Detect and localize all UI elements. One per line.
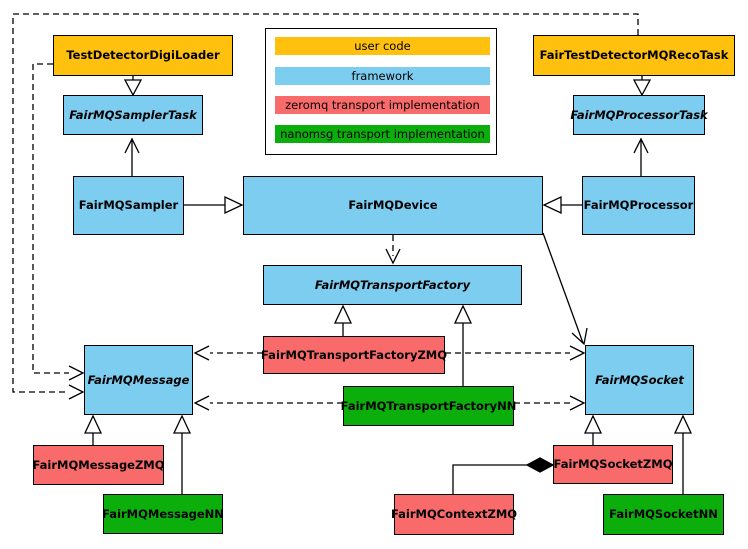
- node-fairmqsocket: FairMQSocket: [585, 345, 694, 415]
- legend-item-framework: framework: [275, 67, 490, 85]
- node-fairmqdevice: FairMQDevice: [243, 176, 543, 235]
- legend-label: framework: [351, 69, 414, 83]
- legend-label: user code: [354, 39, 411, 53]
- edge-processor-to-processortask: [633, 137, 649, 176]
- legend-label: zeromq transport implementation: [285, 98, 480, 112]
- legend: user code framework zeromq transport imp…: [265, 28, 497, 155]
- node-fairmqmessagezmq: FairMQMessageZMQ: [32, 445, 165, 485]
- node-fairmqsampler: FairMQSampler: [73, 176, 184, 235]
- node-fairmqsocketzmq: FairMQSocketZMQ: [553, 445, 673, 484]
- legend-item-zeromq: zeromq transport implementation: [275, 96, 490, 114]
- edge-factoryzmq-creates-message: [193, 345, 263, 361]
- edge-messagezmq-inherits-message: [83, 414, 103, 445]
- node-testdetectordigiloader: TestDetectorDigiLoader: [53, 35, 233, 76]
- edge-digiloader-inherits-samplertask: [123, 76, 143, 97]
- edge-factoryzmq-creates-socket: [445, 345, 586, 361]
- edge-processor-inherits-device: [542, 195, 582, 215]
- edge-socketzmq-inherits-socket: [583, 414, 603, 445]
- edge-recotask-inherits-processortask: [632, 76, 652, 97]
- node-fairmqsocketnn: FairMQSocketNN: [603, 494, 724, 535]
- edge-factorynn-creates-message: [193, 395, 343, 411]
- node-fairmqprocessortask: FairMQProcessorTask: [570, 95, 708, 135]
- edge-device-to-socket: [542, 232, 588, 346]
- node-fairmqprocessor: FairMQProcessor: [582, 176, 695, 235]
- edge-messagenn-inherits-message: [172, 414, 192, 494]
- node-fairmqcontextzmq: FairMQContextZMQ: [391, 494, 517, 535]
- node-fairmqmessagenn: FairMQMessageNN: [102, 494, 224, 534]
- edge-digiloader-uses-message: [32, 63, 85, 381]
- edge-sampler-inherits-device: [184, 195, 244, 215]
- node-fairmqmessage: FairMQMessage: [84, 345, 193, 415]
- edge-device-uses-transportfactory: [385, 235, 401, 265]
- edge-factorynn-inherits-factory: [453, 304, 473, 386]
- legend-label: nanomsg transport implementation: [280, 127, 485, 141]
- node-fairmqsamplertask: FairMQSamplerTask: [63, 95, 203, 135]
- node-fairtestdetectormqrecotask: FairTestDetectorMQRecoTask: [533, 35, 735, 76]
- node-fairmqtransportfactory: FairMQTransportFactory: [263, 265, 522, 305]
- node-fairmqtransportfactorynn: FairMQTransportFactoryNN: [341, 386, 516, 426]
- node-fairmqtransportfactoryzmq: FairMQTransportFactoryZMQ: [261, 336, 447, 374]
- legend-item-user-code: user code: [275, 37, 490, 55]
- legend-item-nanomsg: nanomsg transport implementation: [275, 125, 490, 143]
- edge-recotask-uses-message: [12, 13, 639, 400]
- edge-factorynn-creates-socket: [514, 395, 586, 411]
- edge-sampler-to-samplertask: [124, 137, 140, 176]
- edge-socketzmq-composes-contextzmq: [452, 457, 555, 494]
- edge-factoryzmq-inherits-factory: [333, 304, 353, 336]
- edge-socketnn-inherits-socket: [673, 414, 693, 494]
